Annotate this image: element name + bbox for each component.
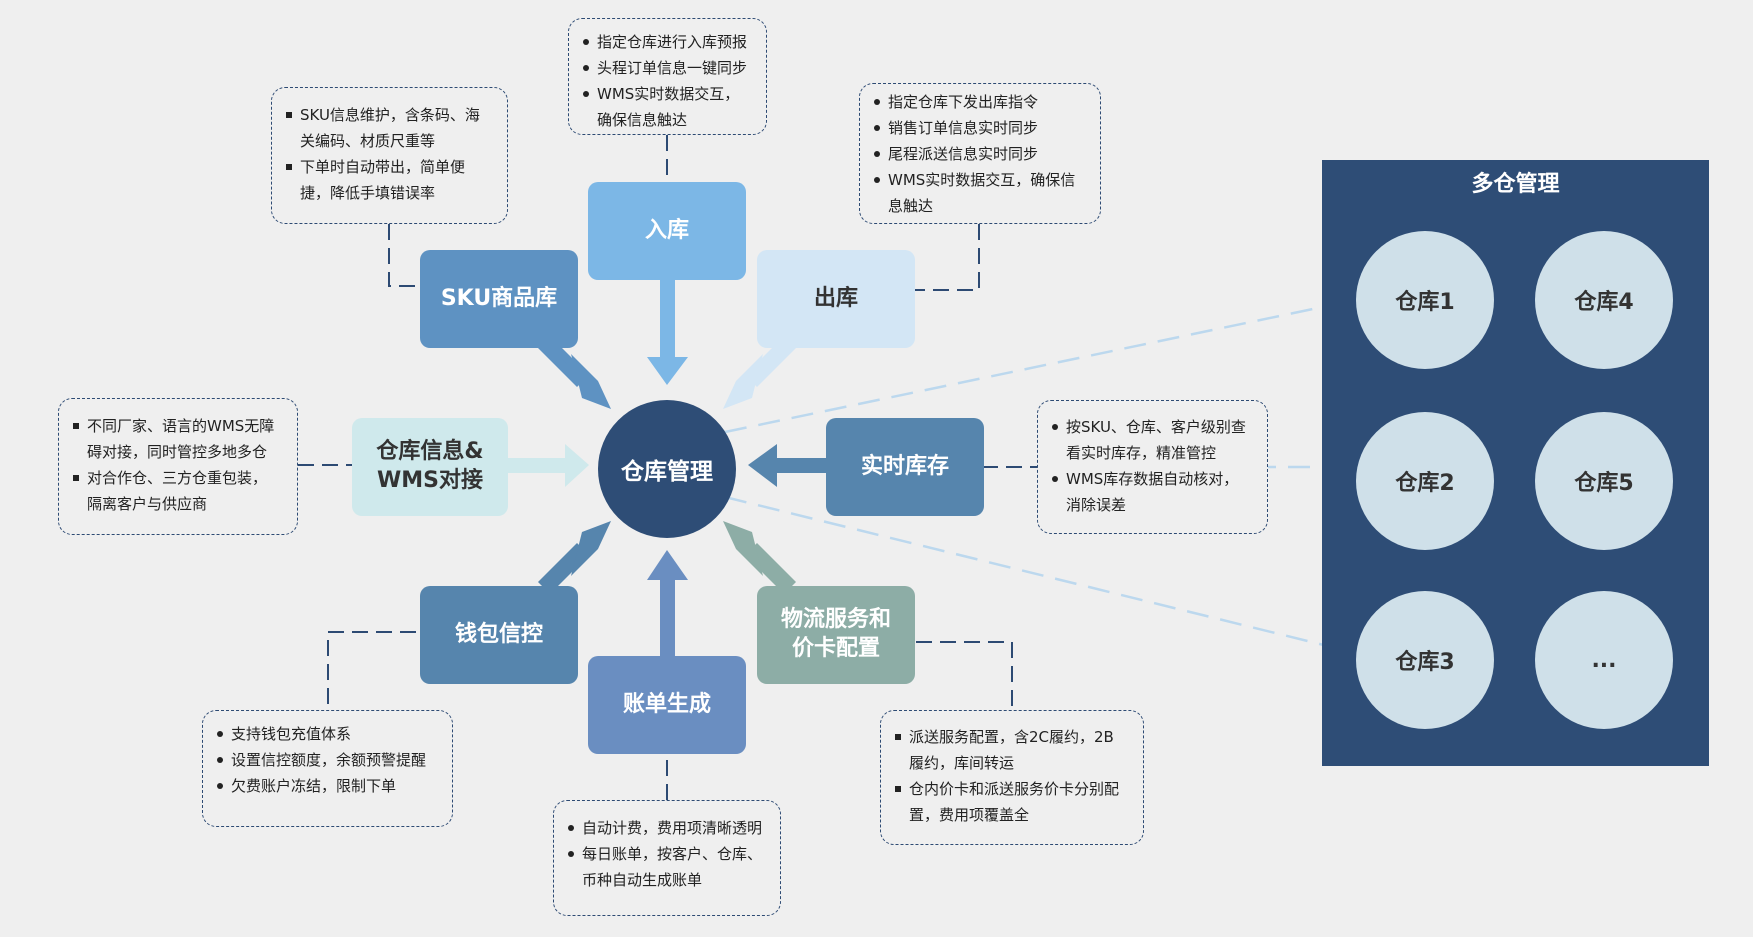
bullet: 派送服务配置，含2C履约，2B 履约，库间转运 xyxy=(895,724,1131,776)
bullet: 设置信控额度，余额预警提醒 xyxy=(217,747,440,773)
desc-box-inbound: 指定仓库进行入库预报 头程订单信息一键同步 WMS实时数据交互， 确保信息触达 xyxy=(568,18,767,135)
desc-box-wallet: 支持钱包充值体系 设置信控额度，余额预警提醒 欠费账户冻结，限制下单 xyxy=(202,710,453,827)
node-wallet-credit: 钱包信控 xyxy=(420,586,578,684)
warehouse-circle: 仓库1 xyxy=(1356,231,1494,369)
arrow-inbound xyxy=(647,279,688,385)
bullet: 自动计费，费用项清晰透明 xyxy=(568,815,768,841)
node-logistics-pricing: 物流服务和 价卡配置 xyxy=(757,586,915,684)
bullet: WMS实时数据交互，确保信 息触达 xyxy=(874,167,1088,219)
arrow-outbound xyxy=(723,336,796,409)
arrow-inventory xyxy=(748,444,827,487)
node-sku-library: SKU商品库 xyxy=(420,250,578,348)
bullet: 不同厂家、语言的WMS无障 碍对接，同时管控多地多仓 xyxy=(73,413,285,465)
bullet: 销售订单信息实时同步 xyxy=(874,115,1088,141)
node-wms-integration: 仓库信息& WMS对接 xyxy=(352,418,508,516)
bullet: WMS库存数据自动核对， 消除误差 xyxy=(1052,466,1255,518)
arrow-wallet xyxy=(538,521,611,594)
bullet: SKU信息维护，含条码、海 关编码、材质尺重等 xyxy=(286,102,495,154)
bullet: 每日账单，按客户、仓库、 币种自动生成账单 xyxy=(568,841,768,893)
arrow-logistics xyxy=(723,521,796,594)
bullet: 仓内价卡和派送服务价卡分别配 置，费用项覆盖全 xyxy=(895,776,1131,828)
bullet: 头程订单信息一键同步 xyxy=(583,55,754,81)
center-node: 仓库管理 xyxy=(598,400,736,538)
desc-box-inventory: 按SKU、仓库、客户级别查 看实时库存，精准管控 WMS库存数据自动核对， 消除… xyxy=(1037,400,1268,534)
panel-title: 多仓管理 xyxy=(1471,172,1560,197)
desc-box-logistics: 派送服务配置，含2C履约，2B 履约，库间转运 仓内价卡和派送服务价卡分别配 置… xyxy=(880,710,1144,845)
bullet: 指定仓库下发出库指令 xyxy=(874,89,1088,115)
arrow-wms xyxy=(507,444,589,487)
bullet: 尾程派送信息实时同步 xyxy=(874,141,1088,167)
bullet: 支持钱包充值体系 xyxy=(217,721,440,747)
warehouse-circle: 仓库3 xyxy=(1356,591,1494,729)
bullet: WMS实时数据交互， 确保信息触达 xyxy=(583,81,754,133)
bullet: 按SKU、仓库、客户级别查 看实时库存，精准管控 xyxy=(1052,414,1255,466)
bullet: 对合作仓、三方仓重包装， 隔离客户与供应商 xyxy=(73,465,285,517)
bullet: 欠费账户冻结，限制下单 xyxy=(217,773,440,799)
arrow-billing xyxy=(647,550,688,658)
bullet: 指定仓库进行入库预报 xyxy=(583,29,754,55)
desc-box-outbound: 指定仓库下发出库指令 销售订单信息实时同步 尾程派送信息实时同步 WMS实时数据… xyxy=(859,83,1101,224)
desc-box-sku: SKU信息维护，含条码、海 关编码、材质尺重等 下单时自动带出，简单便 捷，降低… xyxy=(271,87,508,224)
warehouse-circle: 仓库4 xyxy=(1535,231,1673,369)
node-realtime-inventory: 实时库存 xyxy=(826,418,984,516)
warehouse-circle: 仓库5 xyxy=(1535,412,1673,550)
node-billing: 账单生成 xyxy=(588,656,746,754)
desc-box-billing: 自动计费，费用项清晰透明 每日账单，按客户、仓库、 币种自动生成账单 xyxy=(553,800,781,916)
desc-box-wms: 不同厂家、语言的WMS无障 碍对接，同时管控多地多仓 对合作仓、三方仓重包装， … xyxy=(58,398,298,535)
warehouse-circle: ... xyxy=(1535,591,1673,729)
node-outbound: 出库 xyxy=(757,250,915,348)
bullet: 下单时自动带出，简单便 捷，降低手填错误率 xyxy=(286,154,495,206)
arrow-sku xyxy=(538,336,611,409)
node-inbound: 入库 xyxy=(588,182,746,280)
warehouse-circle: 仓库2 xyxy=(1356,412,1494,550)
